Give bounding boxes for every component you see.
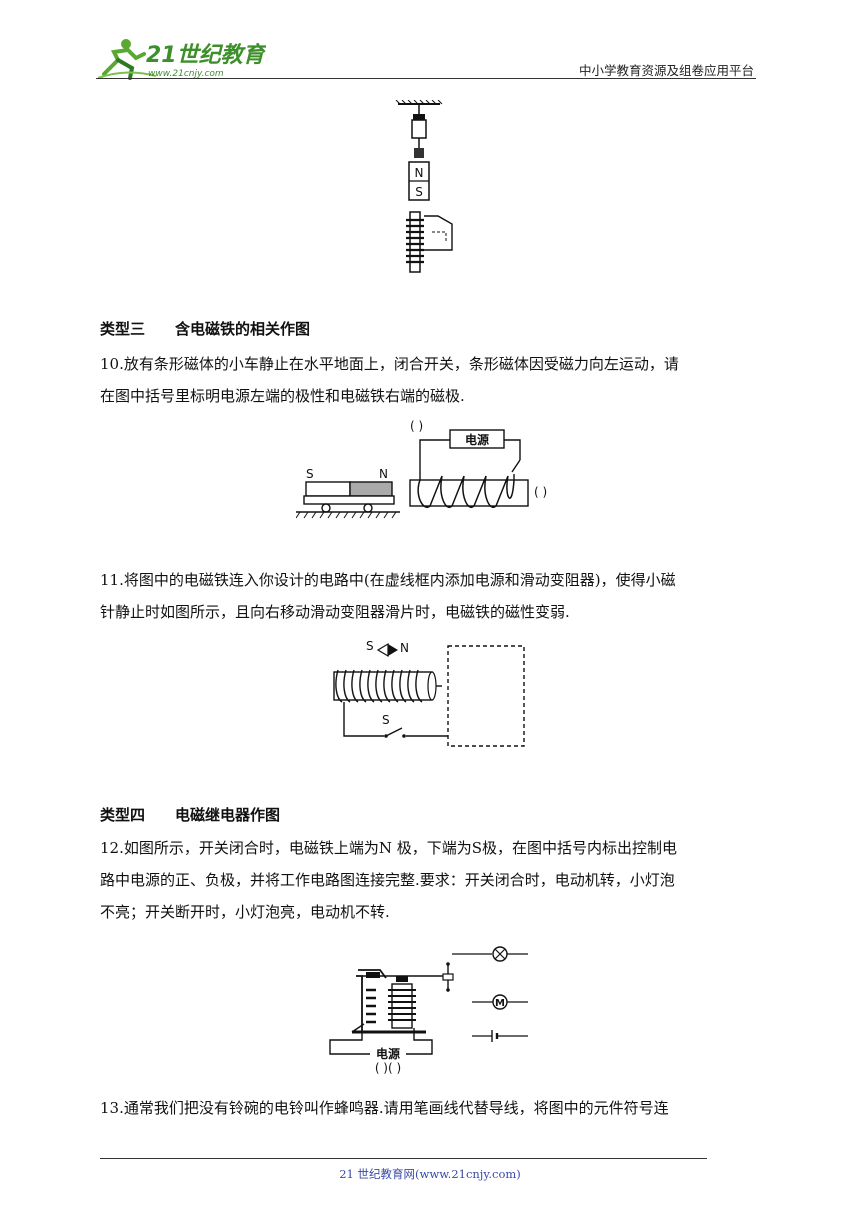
control-power-polarity-brackets: ( )( )	[375, 1061, 401, 1075]
needle-n-label: N	[400, 641, 409, 655]
question-13: 13.通常我们把没有铃碗的电铃叫作蜂鸣器.请用笔画线代替导线，将图中的元件符号连	[100, 1092, 760, 1124]
section-heading-type3: 类型三 含电磁铁的相关作图	[100, 320, 311, 338]
question-12-line-3: 不亮；开关断开时，小灯泡亮，电动机不转.	[100, 903, 390, 921]
question-13-line-1: 13.通常我们把没有铃碗的电铃叫作蜂鸣器.请用笔画线代替导线，将图中的元件符号连	[100, 1099, 669, 1117]
control-circuit: 电源 ( )( )	[329, 1028, 433, 1075]
dashed-design-box	[447, 645, 525, 747]
header-rule	[96, 78, 756, 79]
switch-s	[385, 727, 403, 737]
electromagnet	[333, 669, 437, 703]
electromagnet-coil	[406, 211, 453, 273]
iron-core	[409, 479, 529, 507]
motor: M	[472, 994, 528, 1010]
relay-contacts	[442, 962, 454, 992]
question-12-line-2: 路中电源的正、负极，并将工作电路图连接完整.要求：开关闭合时，电动机转，小灯泡	[100, 871, 675, 889]
logo-text: 21世纪教育	[146, 42, 266, 68]
control-power-label: 电源	[376, 1046, 400, 1061]
electromagnet-circuit: ( ) 电源 ( )	[409, 419, 547, 509]
ceiling-support	[395, 100, 443, 105]
coil-windings	[417, 475, 515, 509]
power-supply-label: 电源	[465, 432, 489, 447]
figure-q10-cart-electromagnet: S N ( ) 电源 ( )	[296, 419, 547, 519]
electromagnet-pole-bracket: ( )	[534, 485, 547, 499]
question-11-line-1: 11.将图中的电磁铁连入你设计的电路中(在虚线框内添加电源和滑动变阻器)，使得小…	[100, 571, 676, 589]
pole-n-label: N	[415, 166, 424, 180]
figure-q11-electromagnet-compass: S N S	[333, 639, 525, 747]
magnet-s-label: S	[306, 467, 314, 481]
switch	[511, 459, 521, 473]
section-heading-type4: 类型四 电磁继电器作图	[100, 806, 281, 824]
figure-q12-relay: M 电源 ( )( )	[329, 946, 528, 1075]
work-circuit-battery	[472, 1030, 528, 1042]
figure-spring-magnet: N S	[395, 100, 453, 273]
platform-title: 中小学教育资源及组卷应用平台	[578, 63, 754, 78]
footer-rule	[100, 1158, 707, 1159]
site-logo: 21世纪教育 www.21cnjy.com	[97, 39, 266, 80]
spring-scale	[411, 104, 427, 158]
relay	[351, 969, 448, 1034]
question-10-line-2: 在图中括号里标明电源左端的极性和电磁铁右端的磁极.	[100, 387, 465, 405]
compass-needle: S N	[366, 639, 409, 658]
question-11: 11.将图中的电磁铁连入你设计的电路中(在虚线框内添加电源和滑动变阻器)，使得小…	[100, 564, 760, 628]
question-12-line-1: 12.如图所示，开关闭合时，电磁铁上端为N 极，下端为S极，在图中括号内标出控制…	[100, 839, 678, 857]
lamp	[452, 946, 528, 962]
power-supply-box	[449, 429, 505, 449]
magnet-n-label: N	[379, 467, 388, 481]
power-polarity-bracket: ( )	[410, 419, 423, 433]
question-10-line-1: 10.放有条形磁体的小车静止在水平地面上，闭合开关，条形磁体因受磁力向左运动，请	[100, 355, 679, 373]
pole-s-label: S	[415, 185, 423, 199]
q11-circuit: S	[343, 645, 525, 747]
needle-s-label: S	[366, 639, 374, 653]
logo-url: www.21cnjy.com	[148, 69, 224, 79]
cart-with-magnet: S N	[296, 467, 400, 519]
switch-label: S	[382, 713, 390, 727]
question-11-line-2: 针静止时如图所示，且向右移动滑动变阻器滑片时，电磁铁的磁性变弱.	[100, 603, 570, 621]
runner-icon	[97, 39, 157, 80]
footer-source: 21 世纪教育网(www.21cnjy.com)	[339, 1167, 521, 1181]
bar-magnet: N S	[408, 161, 430, 201]
motor-label: M	[495, 998, 505, 1009]
question-12: 12.如图所示，开关闭合时，电磁铁上端为N 极，下端为S极，在图中括号内标出控制…	[100, 832, 760, 928]
question-10: 10.放有条形磁体的小车静止在水平地面上，闭合开关，条形磁体因受磁力向左运动，请…	[100, 348, 760, 412]
